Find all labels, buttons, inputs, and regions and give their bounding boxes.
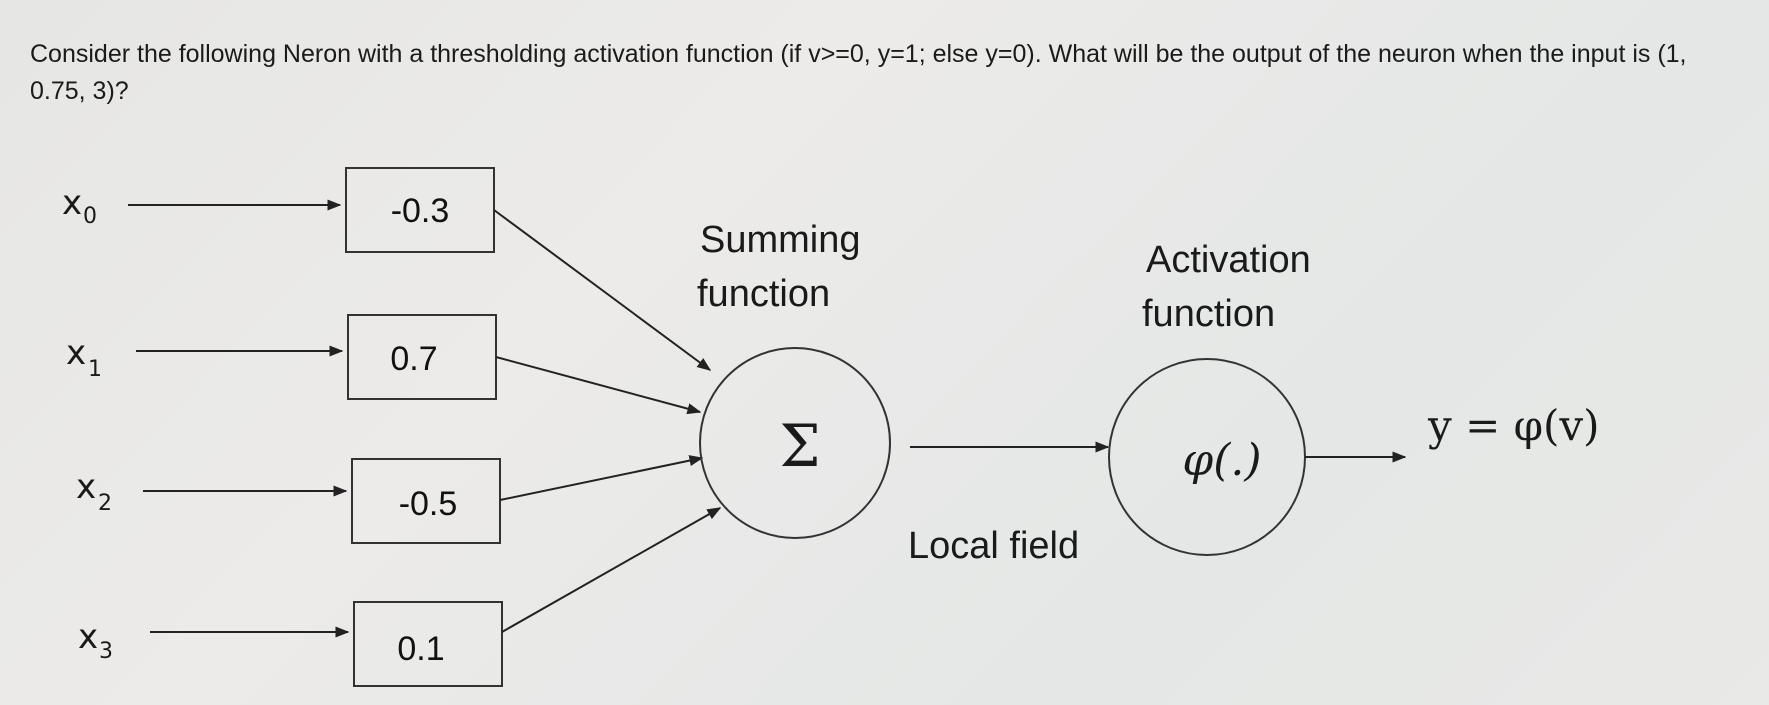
weight-w3: 0.1	[353, 601, 503, 687]
weight-w1: 0.7	[347, 314, 497, 400]
sigma-symbol: Σ	[779, 412, 820, 480]
weight-w2-to-sum-arrow	[499, 455, 704, 501]
weight-w2-value: -0.5	[399, 485, 458, 523]
input-x2-subscript: 2	[98, 491, 112, 516]
activation-caption-line1: Activation	[1146, 239, 1311, 281]
question-text: Consider the following Neron with a thre…	[30, 40, 1687, 105]
weight-w3-value: 0.1	[397, 630, 444, 668]
weight-w2-box	[351, 458, 501, 544]
input-x3-subscript: 3	[99, 639, 113, 664]
summing-caption-line1: Summing	[700, 219, 861, 261]
weight-w1-value: 0.7	[390, 340, 437, 378]
input-x0-subscript: 0	[83, 204, 97, 229]
input-x1-subscript: 1	[88, 357, 102, 382]
input-x3: x 3	[78, 617, 113, 664]
summing-caption-line2: function	[697, 273, 830, 315]
weight-w3-box	[353, 601, 503, 687]
weight-w0-to-sum-arrow	[493, 209, 712, 371]
activation-node: φ(.)	[1108, 358, 1306, 556]
activation-caption-line2: function	[1142, 293, 1275, 335]
weight-w2: -0.5	[351, 458, 501, 544]
input-x0: x 0	[62, 183, 97, 229]
summing-circle	[699, 347, 891, 539]
weight-w3-to-sum-arrow	[501, 507, 722, 633]
input-x2: x 2	[76, 467, 112, 516]
weight-w0-value: -0.3	[391, 192, 450, 230]
output-equation: y = φ(v)	[1427, 401, 1600, 450]
weight-w0: -0.3	[345, 167, 495, 253]
summing-node: Σ	[699, 347, 891, 539]
phi-symbol: φ(.)	[1182, 435, 1261, 486]
input-x0-base: x	[62, 183, 82, 223]
input-x3-base: x	[78, 617, 98, 657]
input-x1: x 1	[66, 333, 102, 382]
input-x2-base: x	[76, 467, 96, 507]
weight-w1-to-sum-arrow	[495, 356, 702, 415]
local-field-label: Local field	[908, 525, 1079, 567]
input-x1-base: x	[66, 333, 86, 373]
